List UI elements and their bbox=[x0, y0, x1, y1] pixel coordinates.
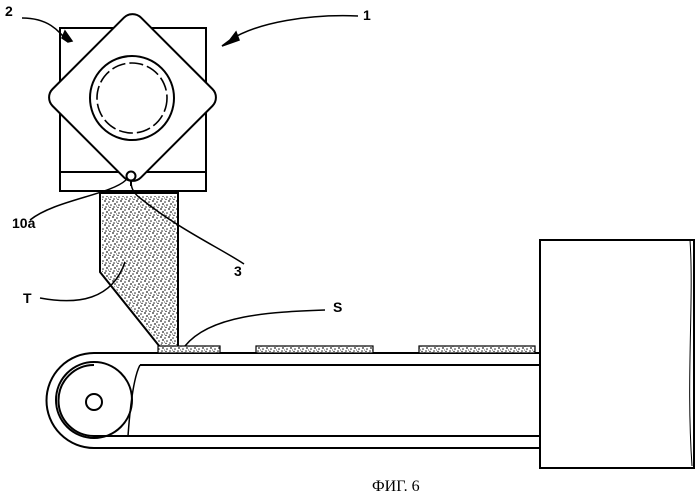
label-t: T bbox=[23, 290, 32, 306]
label-2: 2 bbox=[5, 3, 13, 19]
leader-s bbox=[185, 310, 325, 346]
nozzle-tip bbox=[127, 172, 136, 181]
receiving-machine bbox=[540, 240, 694, 468]
roller-axle bbox=[86, 394, 102, 410]
drive-roller bbox=[56, 362, 132, 438]
strip-3 bbox=[419, 346, 535, 353]
hopper bbox=[100, 193, 178, 347]
strips bbox=[158, 346, 535, 353]
conveyor bbox=[47, 353, 541, 448]
label-1: 1 bbox=[363, 7, 371, 23]
rotary-head bbox=[44, 9, 221, 191]
arrow-1 bbox=[222, 32, 239, 46]
strip-2 bbox=[256, 346, 373, 353]
strip-1 bbox=[158, 346, 220, 353]
figure-caption: ФИГ. 6 bbox=[372, 478, 420, 495]
leader-1 bbox=[230, 16, 358, 40]
label-10a: 10a bbox=[12, 215, 36, 231]
conveyor-belt bbox=[47, 353, 541, 448]
label-s: S bbox=[333, 299, 342, 315]
label-3: 3 bbox=[234, 263, 242, 279]
